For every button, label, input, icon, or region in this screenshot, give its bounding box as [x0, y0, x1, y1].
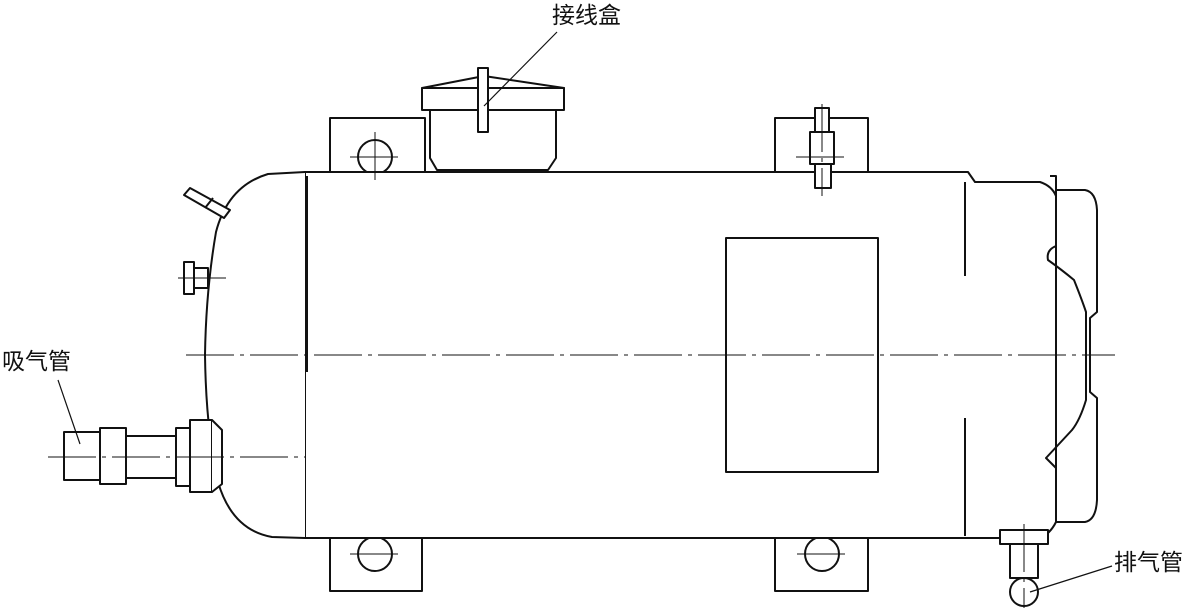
junction-box: [421, 67, 565, 171]
discharge-pipe-label: 排气管: [1114, 550, 1183, 576]
suction-pipe-weld: [211, 419, 223, 493]
suction-pipe-leader: [57, 379, 81, 445]
mounting-foot-bottom-right: [774, 537, 869, 592]
angled-fitting-mark: [204, 197, 214, 209]
junction-box-label: 接线盒: [552, 3, 621, 29]
top-valve-body: [814, 163, 832, 189]
discharge-pipe-leader: [1029, 565, 1113, 593]
end-cover-outline: [1056, 189, 1098, 523]
mounting-foot-top-left: [329, 117, 426, 175]
mounting-foot-bottom-left: [329, 537, 423, 592]
end-cover-flange-top: [1050, 175, 1057, 246]
junction-box-cap: [421, 75, 565, 89]
center-lines: [48, 104, 1115, 608]
suction-pipe-nut: [99, 427, 127, 485]
junction-box-terminal: [477, 67, 489, 133]
angled-fitting: [183, 187, 231, 219]
suction-pipe-flange: [189, 419, 213, 493]
junction-box-body: [429, 109, 557, 171]
leader-lines: [57, 31, 1113, 593]
junction-box-cover: [421, 87, 565, 111]
suction-pipe-label: 吸气管: [2, 349, 71, 375]
end-cover-inner-curve: [1045, 245, 1087, 469]
junction-box-leader: [483, 31, 558, 107]
suction-pipe-tip: [63, 431, 101, 481]
suction-pipe-assembly: [63, 419, 223, 493]
